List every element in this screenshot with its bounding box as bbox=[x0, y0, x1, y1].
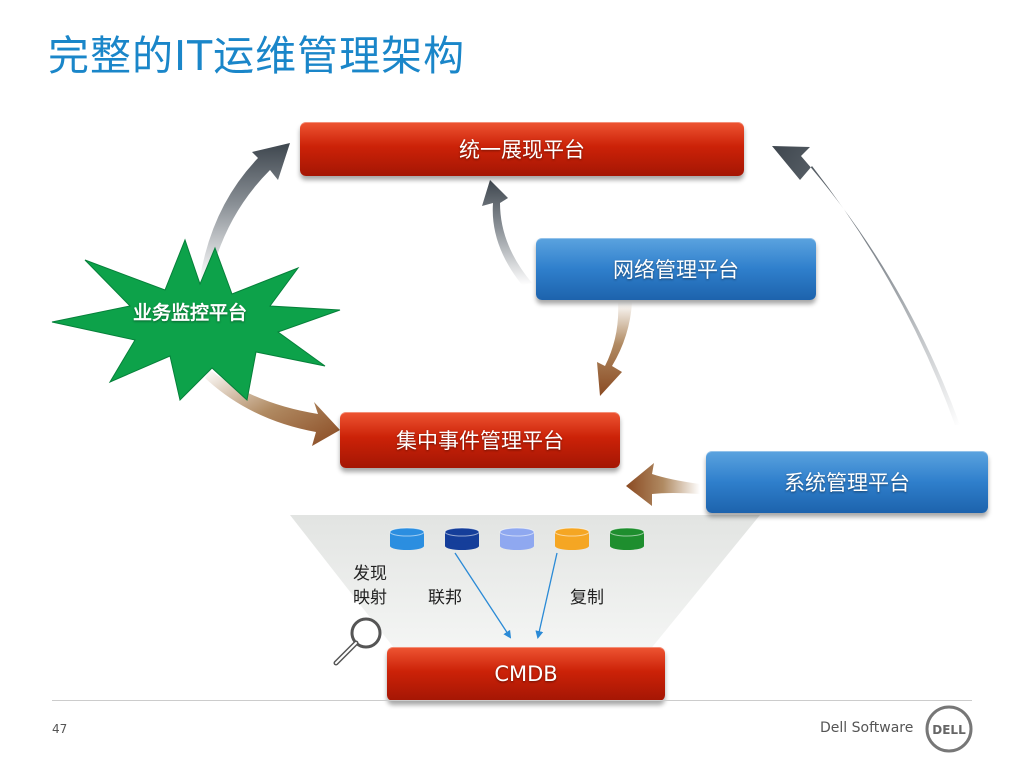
dell-logo-ring bbox=[925, 705, 973, 753]
arrow-network-to-event bbox=[597, 302, 632, 396]
database-cylinder bbox=[444, 527, 480, 550]
replicate-arrow bbox=[535, 552, 558, 639]
arrow-system-to-event bbox=[626, 463, 700, 506]
map-label: 映射 bbox=[353, 588, 387, 608]
database-cylinder bbox=[554, 527, 590, 550]
federate-arrow bbox=[454, 552, 512, 639]
cmdb-funnel bbox=[290, 515, 760, 662]
arrow-business-to-event bbox=[205, 370, 340, 446]
event-management-platform: 集中事件管理平台 bbox=[340, 412, 620, 468]
business-monitor-star bbox=[51, 238, 341, 401]
discover-label: 发现 bbox=[353, 564, 387, 584]
dell-logo: DELL bbox=[932, 723, 966, 737]
arrow-network-to-top bbox=[482, 180, 532, 285]
database-cylinder bbox=[499, 527, 535, 550]
system-management-platform: 系统管理平台 bbox=[706, 451, 988, 513]
brand-label: Dell Software bbox=[820, 720, 914, 736]
database-cylinder bbox=[389, 527, 425, 550]
unified-display-platform: 统一展现平台 bbox=[300, 122, 744, 176]
page-number: 47 bbox=[52, 722, 68, 736]
business-star-label: 业务监控平台 bbox=[133, 302, 248, 324]
magnifier-icon bbox=[333, 617, 382, 666]
cmdb-box: CMDB bbox=[387, 647, 665, 701]
network-management-platform: 网络管理平台 bbox=[536, 238, 816, 300]
database-cylinder bbox=[609, 527, 645, 550]
replicate-label: 复制 bbox=[570, 588, 604, 608]
federate-label: 联邦 bbox=[428, 588, 462, 608]
page-title: 完整的IT运维管理架构 bbox=[48, 32, 466, 80]
database-group bbox=[389, 527, 645, 550]
footer-divider bbox=[52, 700, 972, 701]
